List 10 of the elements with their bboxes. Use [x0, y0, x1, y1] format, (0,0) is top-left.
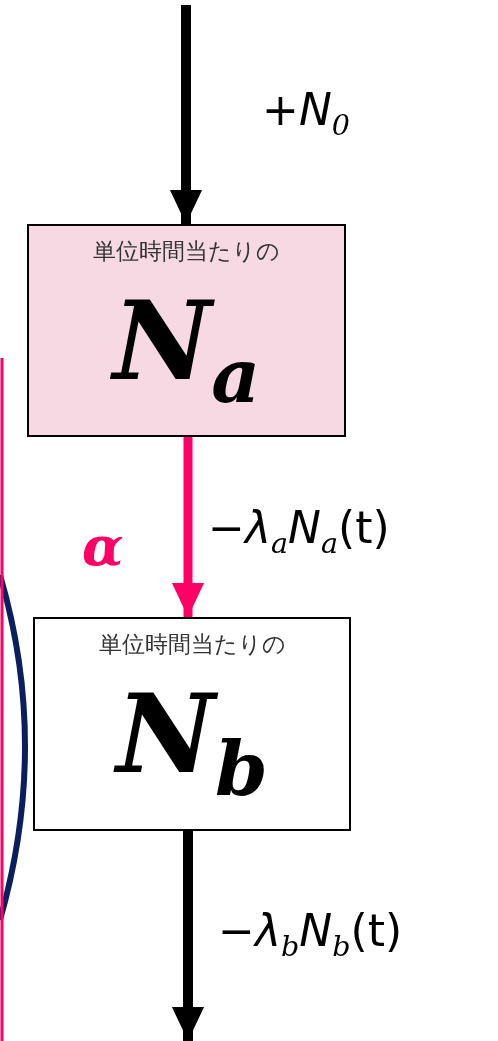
arrow: [171, 437, 205, 617]
quantity-box: [27, 224, 346, 437]
quantity-symbol: N$_{b}$: [35, 669, 349, 834]
greek-symbol: α: [82, 518, 124, 574]
caption-text: 単位時間当たりの: [92, 237, 281, 266]
quantity-box: [33, 617, 351, 831]
arrow: [169, 5, 203, 224]
caption-text: 単位時間当たりの: [97, 630, 287, 659]
quantity-symbol: N$_{a}$: [109, 277, 262, 422]
arrow: [171, 831, 205, 1041]
